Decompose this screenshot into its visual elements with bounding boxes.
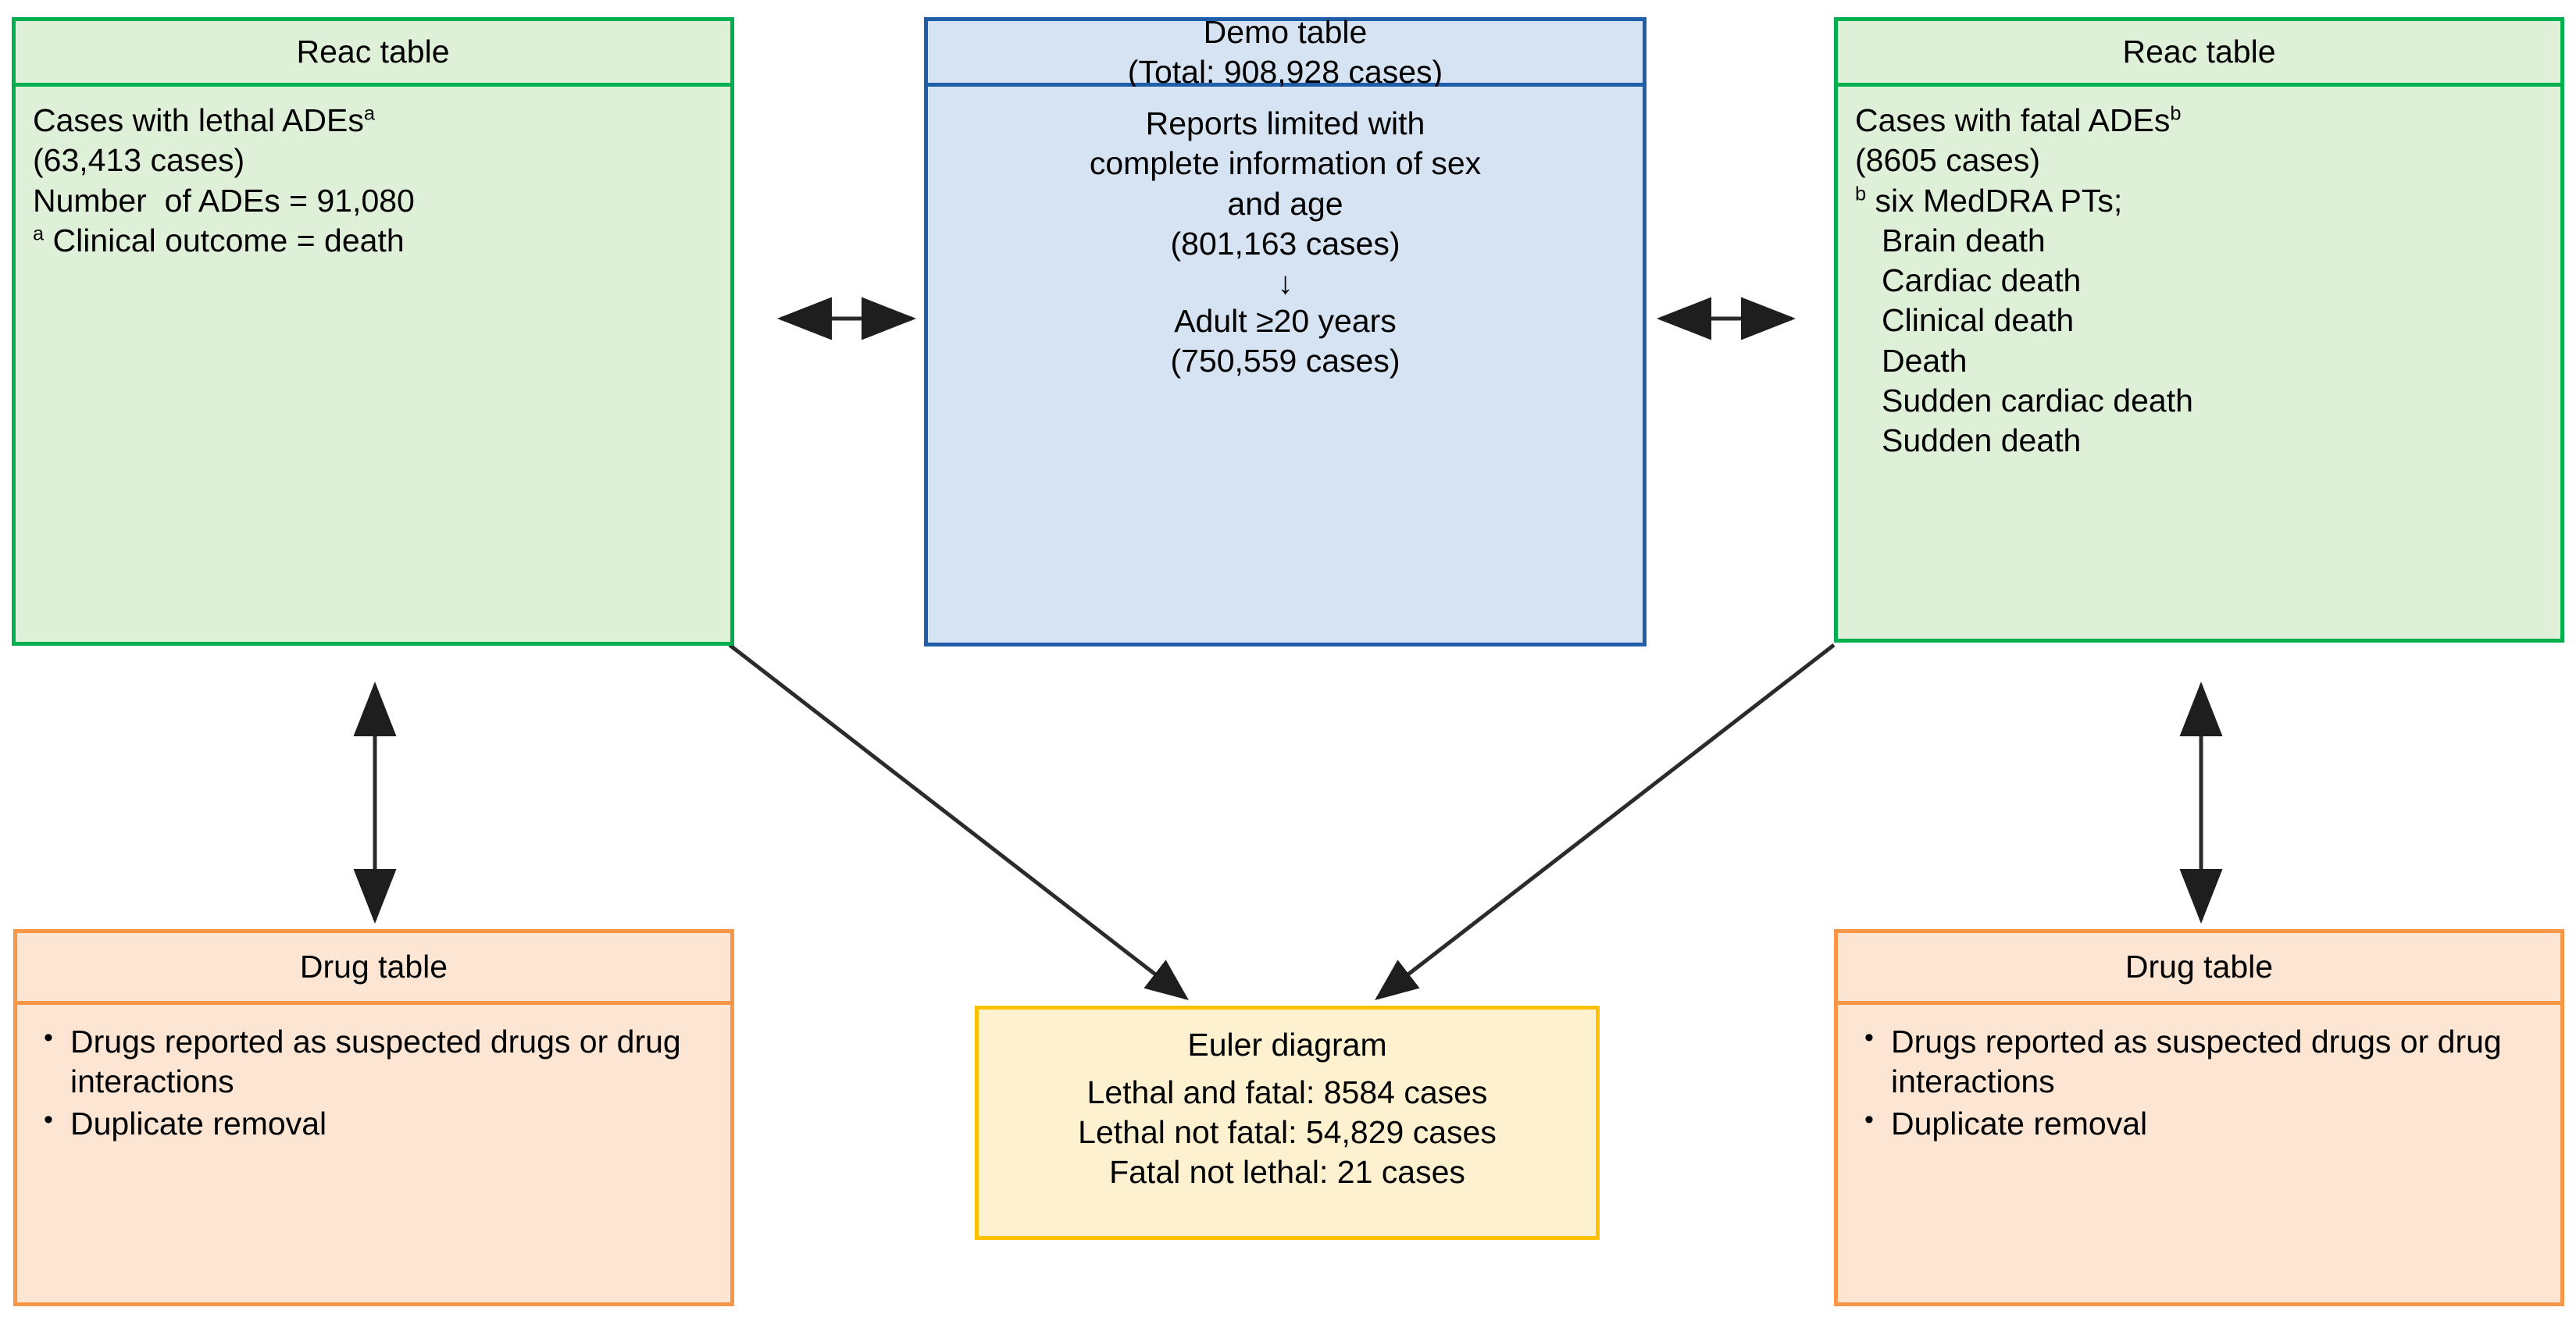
list-item: Duplicate removal [44,1102,713,1144]
footnote-marker-a: a [363,102,375,125]
euler-line-3: Fatal not lethal: 21 cases [1109,1154,1465,1191]
footnote-ref-a: a [33,223,45,245]
euler-header: Euler diagram [1179,1010,1394,1068]
drug-right-bullet-list: Drugs reported as suspected drugs or dru… [1855,1021,2543,1144]
reac-right-header-label: Reac table [2122,34,2276,70]
meddra-pt-item: Sudden cardiac death [1882,382,2193,419]
list-item: Duplicate removal [1864,1102,2543,1144]
reac-left-header-label: Reac table [296,34,450,70]
meddra-pt-item: Cardiac death [1882,262,2082,298]
arrow-reac-left-to-euler [728,643,1189,1001]
demo-header-line-1: Demo table [1203,14,1368,51]
demo-body-line-3: and age [1227,185,1343,222]
meddra-pt-item: Sudden death [1882,422,2082,458]
node-drug-table-left[interactable]: Drug table Drugs reported as suspected d… [13,929,734,1306]
reac-left-body: Cases with lethal ADEsa (63,413 cases) N… [16,87,730,642]
list-item: Drugs reported as suspected drugs or dru… [1864,1021,2543,1102]
reac-left-line-4: a Clinical outcome = death [33,222,405,258]
demo-header: Demo table (Total: 908,928 cases) [928,14,1643,90]
demo-body-line-5: Adult ≥20 years [1174,303,1397,339]
drug-right-body: Drugs reported as suspected drugs or dru… [1838,1005,2560,1302]
euler-line-1: Lethal and fatal: 8584 cases [1086,1074,1488,1110]
reac-left-line-2: (63,413 cases) [33,142,245,179]
demo-body-line-6: (750,559 cases) [1170,343,1400,379]
meddra-pt-item: Clinical death [1882,302,2075,339]
euler-line-2: Lethal not fatal: 54,829 cases [1078,1114,1497,1151]
drug-right-header-label: Drug table [2125,949,2274,985]
reac-right-body: Cases with fatal ADEsb (8605 cases) b si… [1838,87,2560,639]
euler-body: Lethal and fatal: 8584 cases Lethal not … [1061,1068,1514,1236]
node-drug-table-right[interactable]: Drug table Drugs reported as suspected d… [1834,929,2564,1306]
footnote-marker-b: b [2170,102,2182,125]
reac-left-line-1: Cases with lethal ADEsa [33,102,375,138]
euler-header-label: Euler diagram [1187,1027,1387,1063]
node-euler-diagram[interactable]: Euler diagram Lethal and fatal: 8584 cas… [975,1006,1600,1240]
meddra-pt-item: Death [1882,342,1968,379]
drug-right-header: Drug table [1838,933,2560,1005]
demo-body-line-2: complete information of sex [1089,145,1482,182]
demo-body-line-1: Reports limited with [1145,105,1425,141]
drug-left-header-label: Drug table [299,949,448,985]
reac-right-line-3: b six MedDRA PTs; [1855,182,2123,219]
node-reac-table-left[interactable]: Reac table Cases with lethal ADEsa (63,4… [12,17,734,646]
demo-header-line-2: (Total: 908,928 cases) [1127,53,1443,90]
drug-left-bullet-list: Drugs reported as suspected drugs or dru… [34,1021,713,1144]
down-arrow-icon: ↓ [1277,266,1293,301]
demo-body-line-4: (801,163 cases) [1170,225,1400,262]
reac-left-line-3: Number of ADEs = 91,080 [33,182,415,219]
meddra-pt-item: Brain death [1882,222,2046,258]
reac-left-header: Reac table [16,21,730,87]
reac-right-line-1: Cases with fatal ADEsb [1855,102,2182,138]
drug-left-header: Drug table [17,933,730,1005]
node-reac-table-right[interactable]: Reac table Cases with fatal ADEsb (8605 … [1834,17,2564,643]
demo-body: Reports limited with complete informatio… [928,87,1643,643]
arrow-reac-right-to-euler [1375,643,1836,1001]
list-item: Drugs reported as suspected drugs or dru… [44,1021,713,1102]
drug-left-body: Drugs reported as suspected drugs or dru… [17,1005,730,1302]
node-demo-table[interactable]: Demo table (Total: 908,928 cases) Report… [924,14,1647,646]
reac-right-header: Reac table [1838,21,2560,87]
reac-right-line-2: (8605 cases) [1855,142,2041,179]
footnote-ref-b: b [1855,182,1867,205]
